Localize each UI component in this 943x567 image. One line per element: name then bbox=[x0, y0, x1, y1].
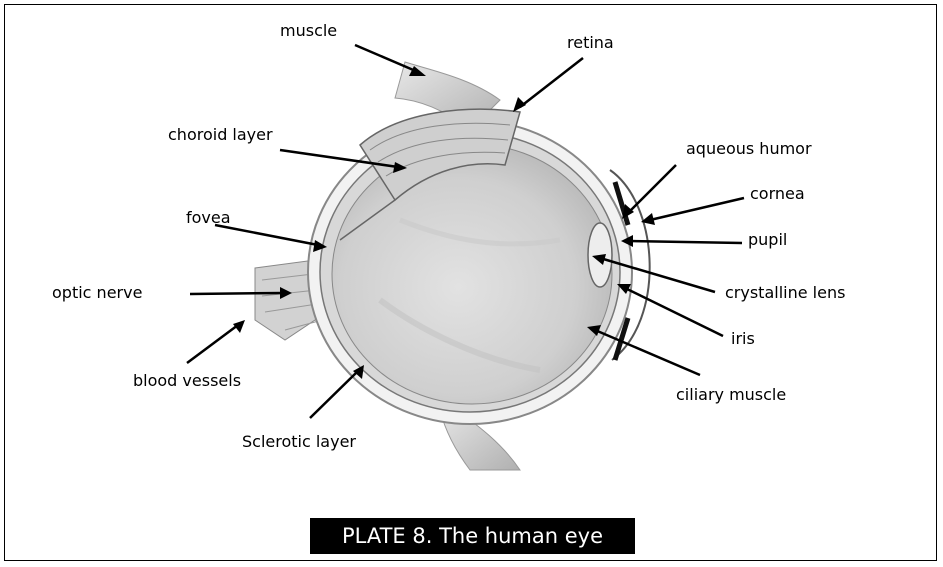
label-ciliary-muscle: ciliary muscle bbox=[676, 387, 786, 403]
label-choroid-layer: choroid layer bbox=[168, 127, 273, 143]
label-fovea: fovea bbox=[186, 210, 231, 226]
retina-ring bbox=[332, 144, 612, 404]
label-optic-nerve: optic nerve bbox=[52, 285, 142, 301]
label-muscle: muscle bbox=[280, 23, 337, 39]
label-blood-vessels: blood vessels bbox=[133, 373, 241, 389]
label-sclerotic-layer: Sclerotic layer bbox=[242, 434, 356, 450]
label-retina: retina bbox=[567, 35, 614, 51]
label-cornea: cornea bbox=[750, 186, 805, 202]
label-iris: iris bbox=[731, 331, 755, 347]
label-crystalline-lens: crystalline lens bbox=[725, 285, 845, 301]
label-aqueous-humor: aqueous humor bbox=[686, 141, 812, 157]
plate-caption: PLATE 8. The human eye bbox=[310, 518, 635, 554]
label-pupil: pupil bbox=[748, 232, 787, 248]
